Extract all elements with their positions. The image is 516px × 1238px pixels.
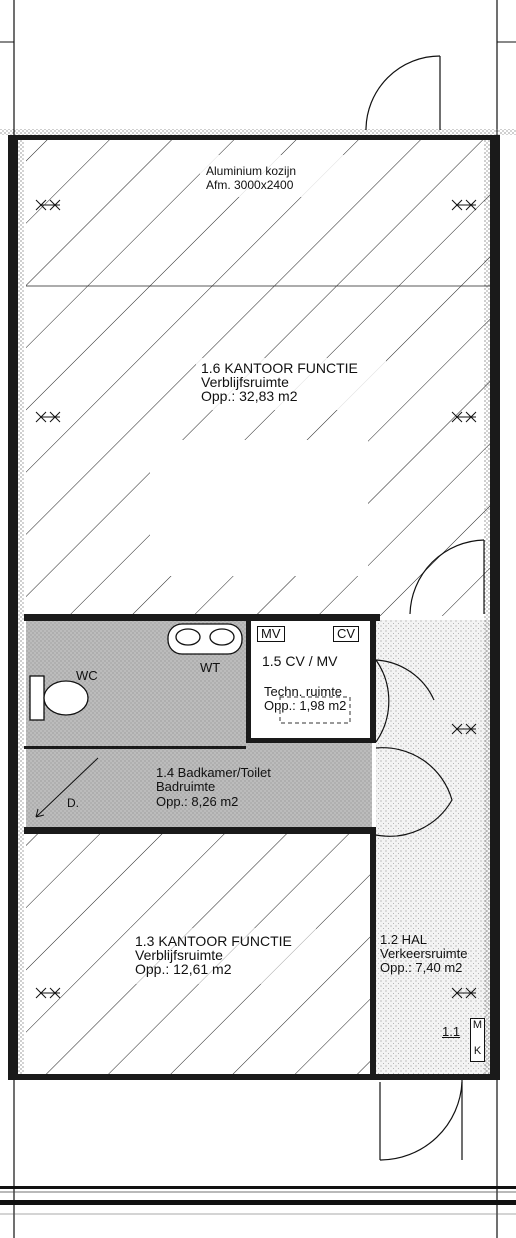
room-type-1-5: Techn. ruimte <box>264 684 343 699</box>
meter-cupboard: M K <box>470 1018 485 1062</box>
inner-walls <box>24 614 380 1074</box>
meter-m-label: M <box>472 1019 483 1031</box>
frame-label-line2: Afm. 3000x2400 <box>206 178 294 192</box>
room-type-1-2: Verkeersruimte <box>380 946 468 961</box>
sink-icon <box>167 623 243 655</box>
room-area-1-3: Opp.: 12,61 m2 <box>135 961 232 977</box>
room-name-1-4: 1.4 Badkamer/Toilet <box>156 765 271 780</box>
window-marks <box>35 199 477 999</box>
wt-label: WT <box>200 660 221 675</box>
cv-tag: CV <box>333 626 360 642</box>
room-type-1-3: Verblijfsruimte <box>135 947 223 963</box>
mv-tag: MV <box>257 626 285 642</box>
shaft-arrow-icon <box>35 757 99 818</box>
room-name-1-6: 1.6 KANTOOR FUNCTIE <box>201 360 358 376</box>
wc-label: WC <box>76 668 98 683</box>
room-name-1-3: 1.3 KANTOOR FUNCTIE <box>135 933 292 949</box>
room-name-1-5: 1.5 CV / MV <box>262 653 338 669</box>
room-area-1-6: Opp.: 32,83 m2 <box>201 388 298 404</box>
room-name-1-2: 1.2 HAL <box>380 932 427 947</box>
outer-walls <box>8 135 500 1080</box>
meter-k-label: K <box>473 1045 482 1057</box>
room-area-1-4: Opp.: 8,26 m2 <box>156 794 239 809</box>
room-area-1-5: Opp.: 1,98 m2 <box>264 698 347 713</box>
room-type-1-4: Badruimte <box>156 779 216 794</box>
door-mark-label: D. <box>67 796 79 810</box>
meter-number: 1.1 <box>442 1024 461 1039</box>
frame-label-line1: Aluminium kozijn <box>206 164 297 178</box>
room-type-1-6: Verblijfsruimte <box>201 374 289 390</box>
exterior-top <box>0 0 516 137</box>
room-area-1-2: Opp.: 7,40 m2 <box>380 960 463 975</box>
exterior-bottom <box>0 1080 516 1238</box>
toilet-icon <box>29 675 89 721</box>
door-swings <box>365 55 485 1161</box>
